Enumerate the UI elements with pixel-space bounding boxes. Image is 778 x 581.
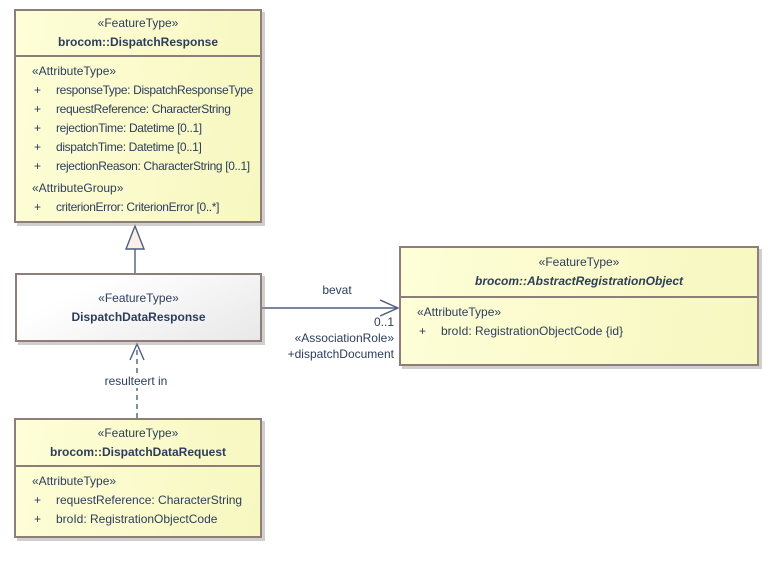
attribute-row: + rejectionReason: CharacterString [0..1] — [16, 157, 260, 176]
stereotype-label: «FeatureType» — [97, 16, 179, 30]
attribute-row: + requestReference: CharacterString — [16, 100, 260, 119]
association-role-label: +dispatchDocument — [287, 347, 394, 361]
attribute-text: broId: RegistrationObjectCode {id} — [441, 324, 624, 338]
attributes-compartment: «AttributeType» + broId: RegistrationObje… — [401, 298, 757, 341]
class-name: brocom::DispatchResponse — [57, 35, 219, 49]
class-header: «FeatureType» DispatchDataResponse — [17, 275, 260, 340]
visibility: + — [34, 159, 41, 173]
attribute-type-header: «AttributeType» — [417, 305, 502, 319]
association-stereotype-label: «AssociationRole» — [294, 331, 394, 345]
attribute-text: rejectionReason: CharacterString [0..1] — [56, 159, 250, 173]
visibility: + — [34, 83, 41, 97]
class-header: «FeatureType» brocom::DispatchResponse — [16, 11, 260, 57]
association-multiplicity-label: 0..1 — [373, 315, 394, 329]
attribute-text: criterionError: CriterionError [0..*] — [56, 200, 220, 214]
visibility: + — [34, 493, 42, 507]
attribute-text: requestReference: CharacterString — [56, 493, 243, 507]
attribute-group-header: «AttributeGroup» — [32, 181, 124, 195]
association-bevat[interactable] — [262, 299, 400, 317]
visibility: + — [34, 121, 41, 135]
class-header: «FeatureType» brocom::AbstractRegistrati… — [401, 248, 757, 298]
stereotype-label: «FeatureType» — [538, 255, 620, 269]
attribute-row: + responseType: DispatchResponseType — [16, 81, 260, 100]
attributes-compartment: «AttributeType» + requestReference: Chara… — [16, 467, 260, 529]
attribute-row: + criterionError: CriterionError [0..*] — [16, 198, 260, 217]
association-name-label: bevat — [322, 283, 352, 297]
visibility: + — [419, 324, 427, 338]
attribute-row: + broId: RegistrationObjectCode {id} — [401, 322, 757, 341]
generalization-arrow[interactable] — [124, 224, 146, 273]
attribute-row: + requestReference: CharacterString — [16, 491, 260, 510]
attribute-type-header: «AttributeType» — [32, 474, 117, 488]
attribute-row: + dispatchTime: Datetime [0..1] — [16, 138, 260, 157]
attributes-compartment: «AttributeType» + responseType: DispatchR… — [16, 57, 260, 217]
attribute-text: broId: RegistrationObjectCode — [56, 512, 218, 526]
visibility: + — [34, 512, 42, 526]
attribute-text: responseType: DispatchResponseType — [56, 83, 253, 97]
attribute-type-header: «AttributeType» — [32, 64, 117, 78]
class-abstract-registration-object[interactable]: «FeatureType» brocom::AbstractRegistrati… — [399, 246, 759, 366]
class-dispatch-response[interactable]: «FeatureType» brocom::DispatchResponse «… — [14, 9, 262, 223]
hollow-triangle-arrowhead — [124, 224, 146, 250]
class-name: DispatchDataResponse — [71, 309, 206, 324]
dependency-label: resulteert in — [84, 374, 188, 388]
class-dispatch-data-response[interactable]: «FeatureType» DispatchDataResponse — [15, 273, 262, 342]
attribute-row: + rejectionTime: Datetime [0..1] — [16, 119, 260, 138]
stereotype-label: «FeatureType» — [98, 290, 179, 305]
attribute-text: rejectionTime: Datetime [0..1] — [56, 121, 202, 135]
visibility: + — [34, 200, 41, 214]
class-name: brocom::AbstractRegistrationObject — [474, 274, 684, 288]
attribute-row: + broId: RegistrationObjectCode — [16, 510, 260, 529]
attribute-text: requestReference: CharacterString — [56, 102, 231, 116]
open-arrowhead — [379, 299, 400, 317]
class-name: brocom::DispatchDataRequest — [49, 444, 227, 459]
class-dispatch-data-request[interactable]: «FeatureType» brocom::DispatchDataReques… — [14, 418, 262, 538]
attribute-text: dispatchTime: Datetime [0..1] — [56, 140, 202, 154]
visibility: + — [34, 102, 41, 116]
class-header: «FeatureType» brocom::DispatchDataReques… — [16, 420, 260, 467]
visibility: + — [34, 140, 41, 154]
open-arrowhead — [129, 342, 145, 361]
stereotype-label: «FeatureType» — [97, 425, 179, 440]
